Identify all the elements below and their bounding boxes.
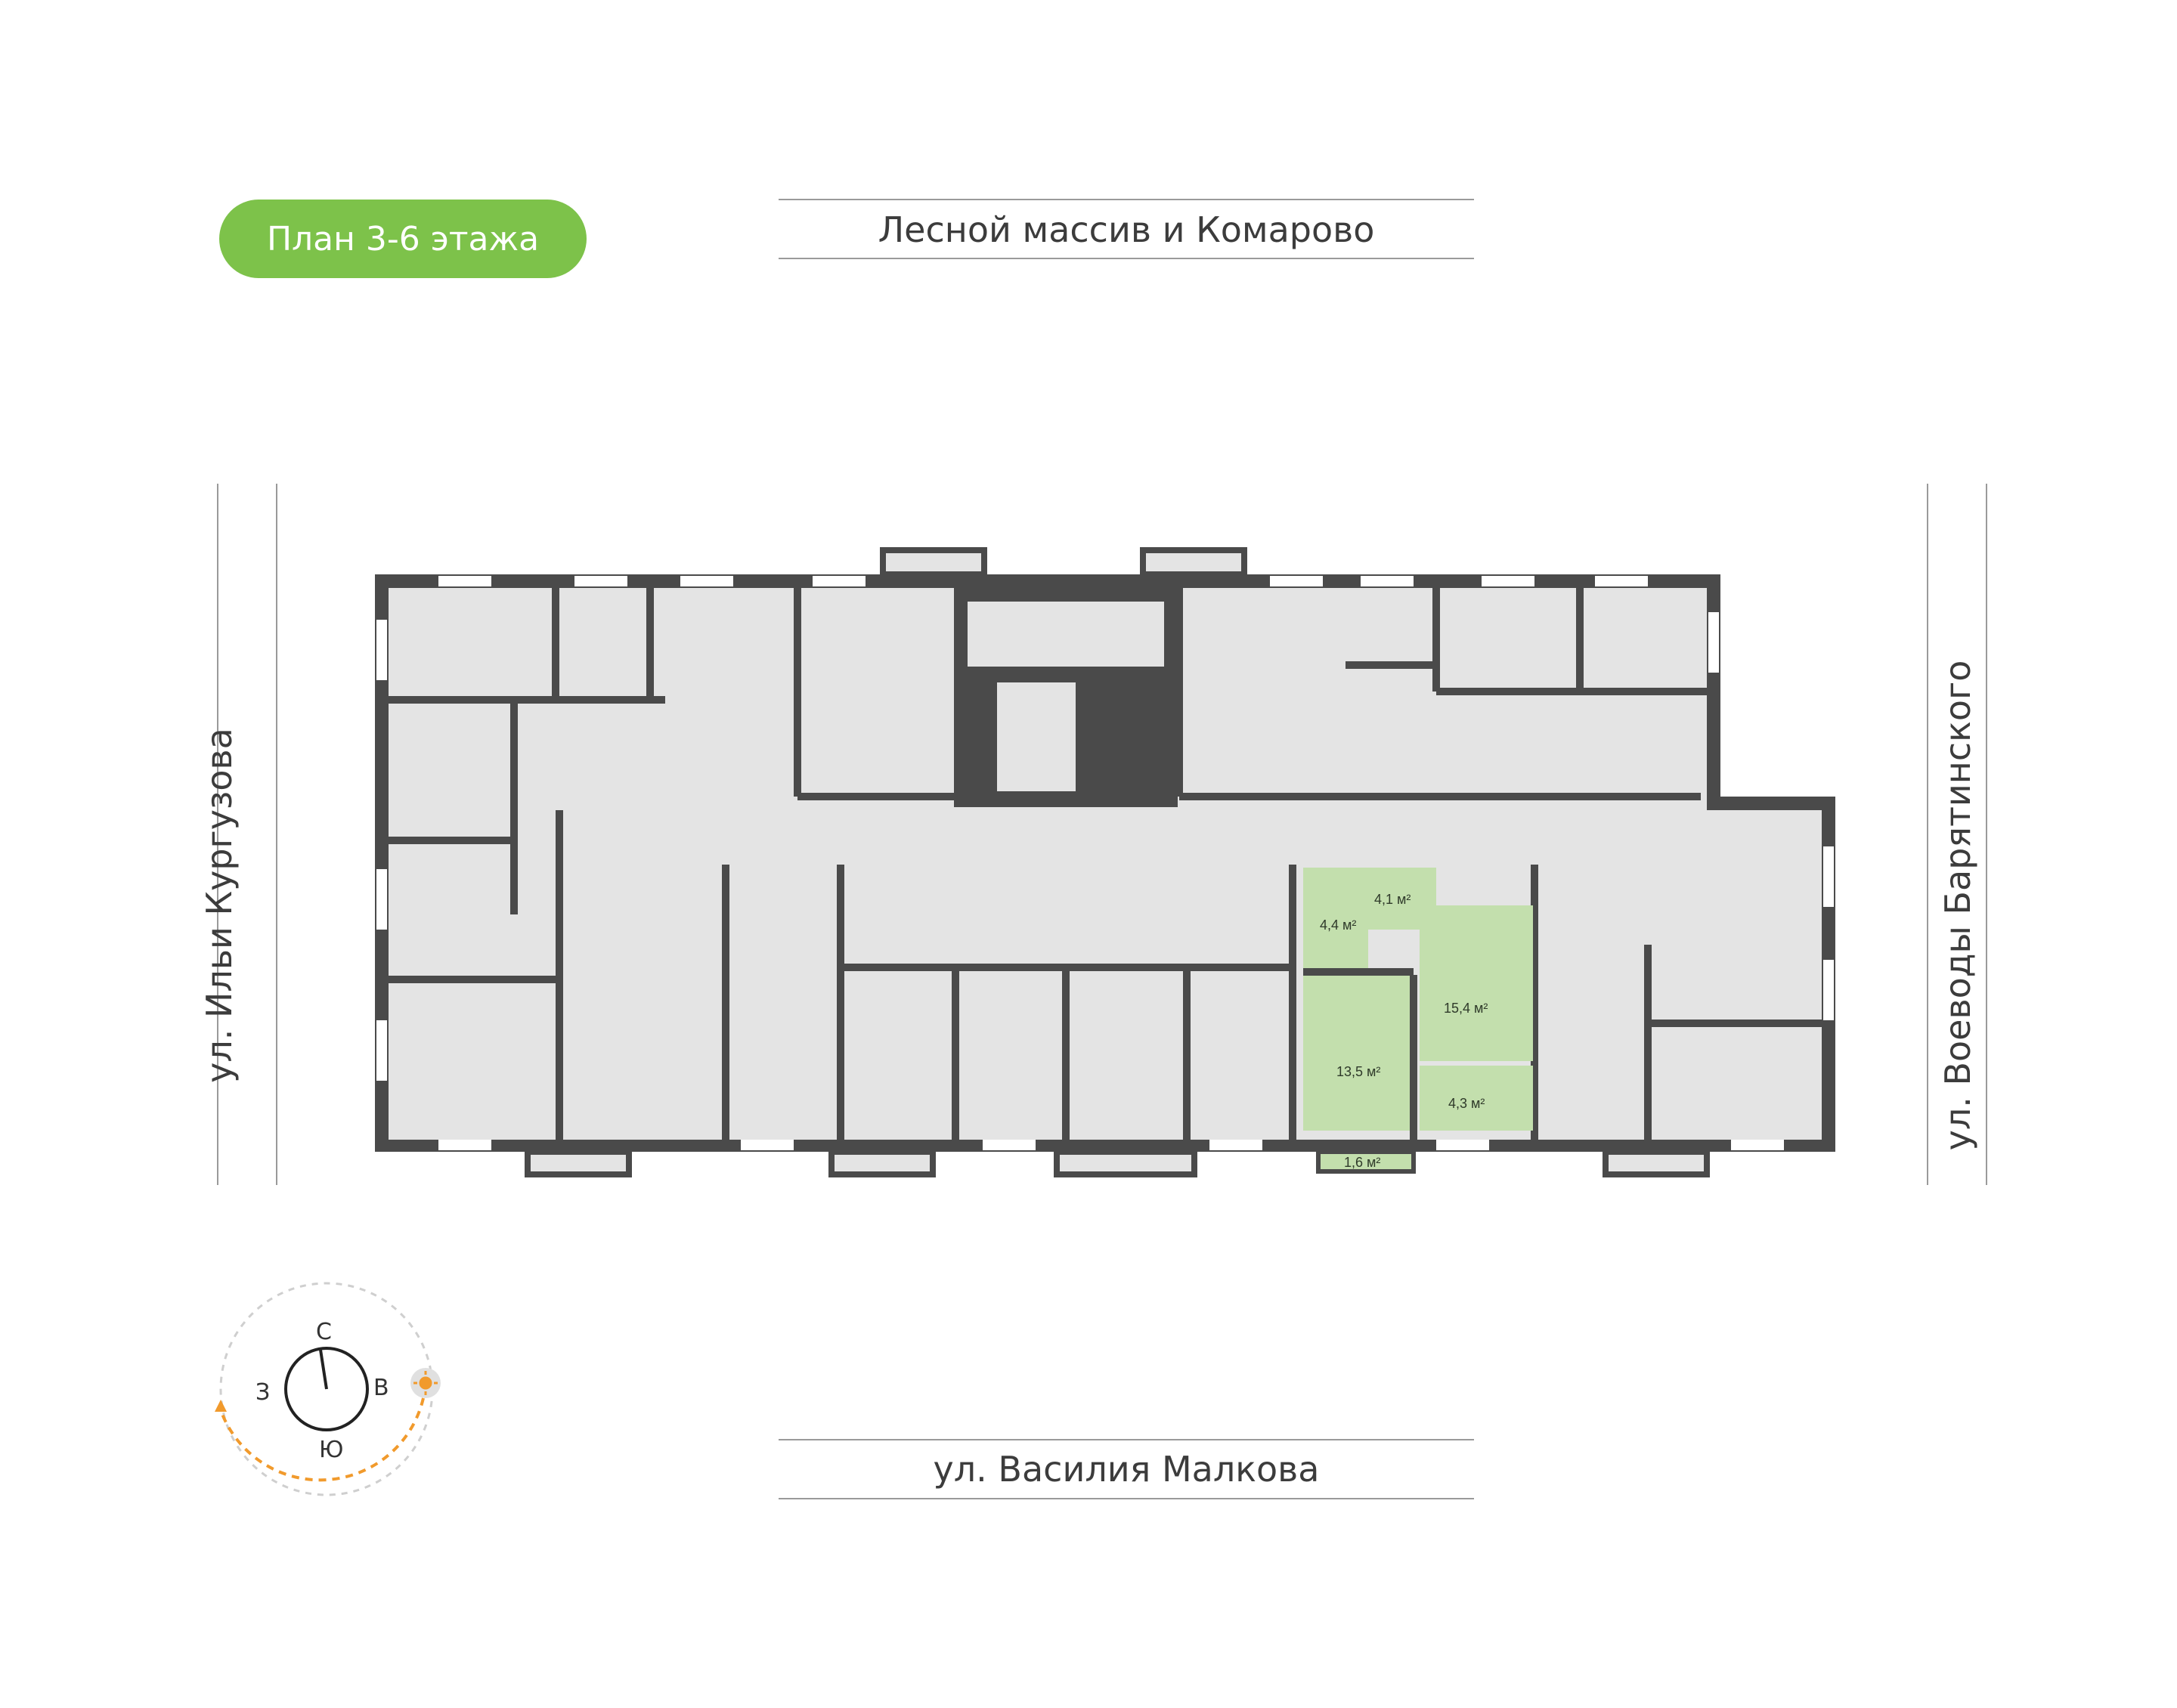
room-area-label: 4,1 м² bbox=[1374, 892, 1411, 907]
room-bath[interactable] bbox=[1303, 868, 1368, 972]
room-area-label: 13,5 м² bbox=[1336, 1064, 1380, 1079]
balcony bbox=[880, 547, 987, 577]
elevator-shaft bbox=[993, 678, 1080, 796]
window bbox=[376, 869, 387, 930]
window bbox=[680, 576, 733, 586]
balcony bbox=[1140, 547, 1247, 577]
window bbox=[1361, 576, 1414, 586]
corridor bbox=[574, 810, 1557, 865]
sun-icon bbox=[413, 1371, 438, 1395]
compass-south: Ю bbox=[319, 1437, 343, 1463]
highlighted-apartment[interactable]: 4,1 м² 4,4 м² 15,4 м² 13,5 м² 4,3 м² 1,6… bbox=[1303, 868, 1533, 1174]
compass-north: С bbox=[316, 1319, 332, 1345]
street-left-line-inner bbox=[276, 484, 277, 1185]
windows bbox=[376, 576, 1834, 1150]
street-label-bottom: ул. Василия Малкова bbox=[933, 1449, 1320, 1490]
window bbox=[574, 576, 627, 586]
balcony bbox=[525, 1149, 632, 1177]
window bbox=[376, 1020, 387, 1081]
room-area-label: 1,6 м² bbox=[1344, 1155, 1380, 1170]
room-area-label: 15,4 м² bbox=[1444, 1001, 1488, 1016]
room-balcony[interactable] bbox=[1316, 1149, 1416, 1174]
street-bottom-line-upper bbox=[779, 1439, 1474, 1440]
staircase-inner bbox=[968, 602, 1164, 667]
compass-east: В bbox=[373, 1375, 389, 1401]
compass-west: З bbox=[255, 1379, 270, 1406]
street-top-line-upper bbox=[779, 199, 1474, 200]
street-top-line-lower bbox=[779, 258, 1474, 259]
window bbox=[1823, 960, 1834, 1020]
balcony bbox=[828, 1149, 936, 1177]
window bbox=[813, 576, 866, 586]
street-label-top: Лесной массив и Комарово bbox=[878, 209, 1375, 250]
room-area-label: 4,4 м² bbox=[1320, 917, 1356, 933]
window bbox=[1823, 846, 1834, 907]
room-loggia[interactable] bbox=[1420, 1066, 1533, 1131]
window bbox=[438, 1140, 491, 1150]
room-kitchen[interactable] bbox=[1420, 905, 1533, 1061]
compass-needle bbox=[319, 1349, 328, 1390]
window bbox=[741, 1140, 794, 1150]
window bbox=[1731, 1140, 1784, 1150]
window bbox=[1595, 576, 1648, 586]
window bbox=[1482, 576, 1534, 586]
interior-walls bbox=[389, 588, 1822, 1140]
balconies bbox=[525, 547, 1710, 1177]
floor-plan-title-badge: План 3-6 этажа bbox=[219, 200, 587, 278]
street-bottom-line-lower bbox=[779, 1498, 1474, 1499]
window bbox=[983, 1140, 1036, 1150]
window bbox=[438, 576, 491, 586]
balcony bbox=[1603, 1149, 1710, 1177]
balcony bbox=[1054, 1149, 1197, 1177]
window bbox=[1436, 1140, 1489, 1150]
compass: С Ю З В bbox=[215, 1282, 441, 1496]
sun-path-arrow bbox=[215, 1400, 227, 1412]
street-right-line-outer bbox=[1927, 484, 1928, 1185]
street-left-line-outer bbox=[217, 484, 218, 1185]
window bbox=[1270, 576, 1323, 586]
room-area-label: 4,3 м² bbox=[1448, 1096, 1485, 1111]
window bbox=[1209, 1140, 1262, 1150]
building bbox=[375, 574, 1835, 1152]
window bbox=[376, 620, 387, 680]
interior-floor-east-wing bbox=[1648, 810, 1822, 1140]
street-right-line-inner bbox=[1986, 484, 1987, 1185]
window bbox=[1708, 612, 1719, 673]
room-bedroom[interactable] bbox=[1303, 975, 1412, 1131]
